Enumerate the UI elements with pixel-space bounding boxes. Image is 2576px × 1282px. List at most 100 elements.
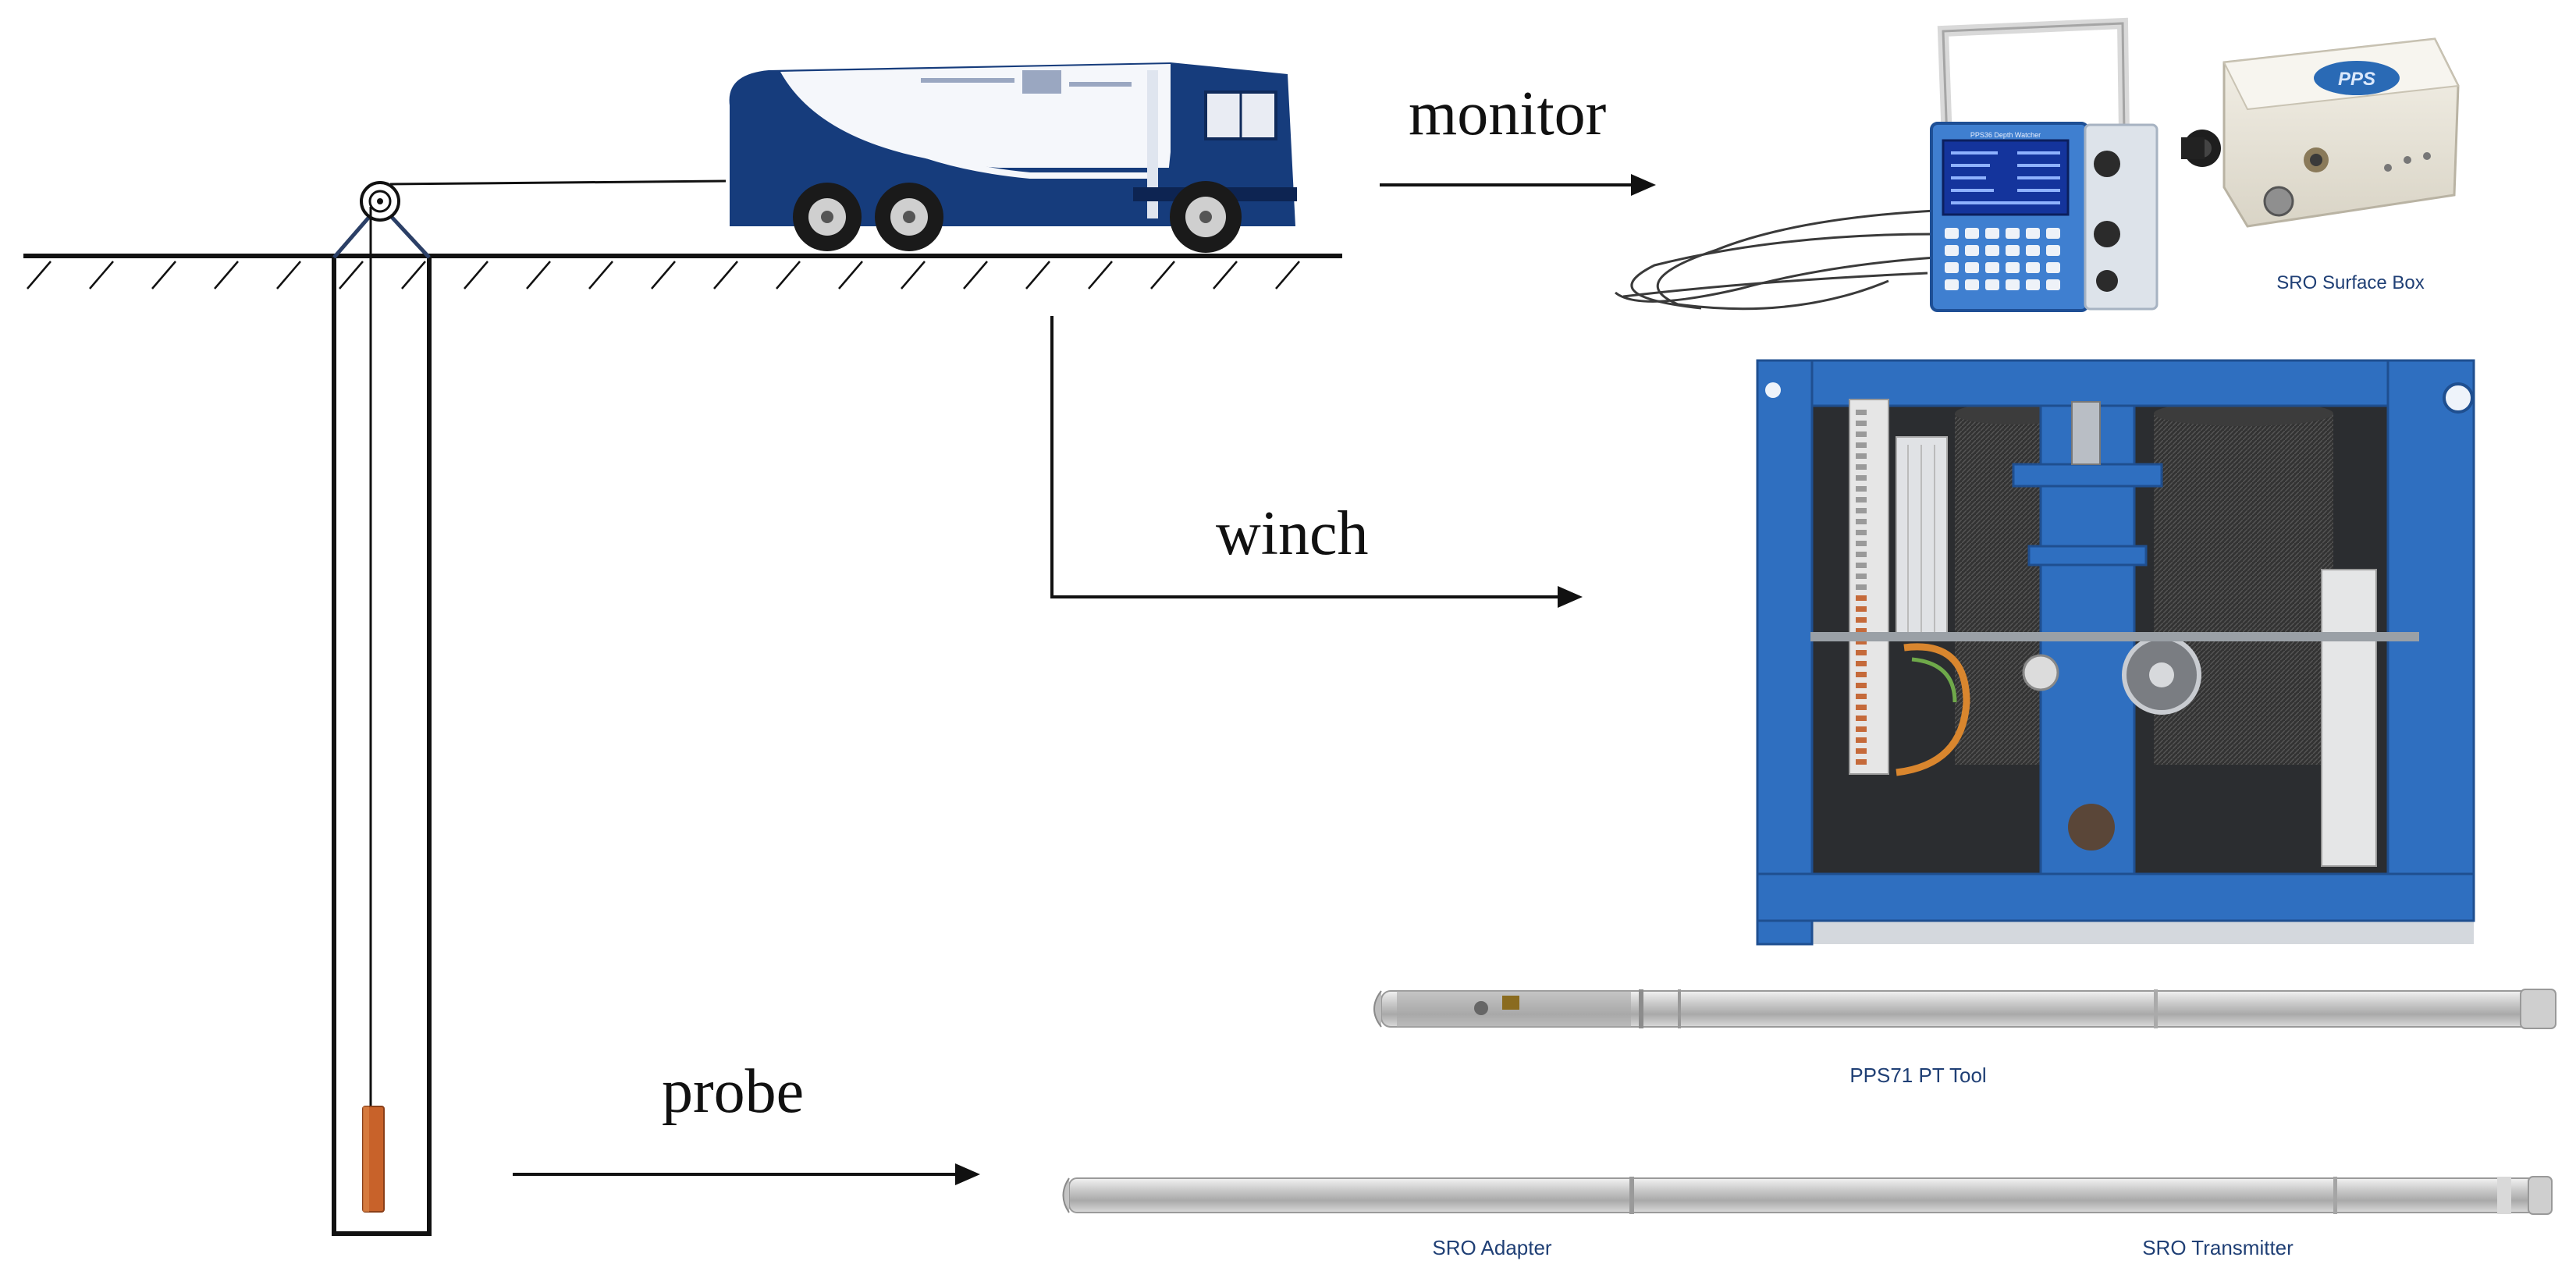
terminal-block	[1856, 683, 1867, 688]
terminal-block	[1856, 748, 1867, 754]
terminal-block	[1856, 519, 1867, 524]
sro-adapter-transmitter	[1062, 1176, 2553, 1215]
terminal-block	[1856, 606, 1867, 612]
keypad-key	[2006, 228, 2020, 239]
wireline-cable	[369, 179, 727, 1106]
probe-arrow	[513, 1163, 980, 1185]
ground-hatch	[526, 261, 551, 289]
winch-unit	[1756, 359, 2475, 946]
terminal-block	[1856, 475, 1867, 481]
ground-hatch	[588, 261, 613, 289]
ground-hatch	[339, 261, 364, 289]
keypad-key	[2006, 279, 2020, 290]
terminal-block	[1856, 584, 1867, 590]
truck-wheels	[793, 181, 1242, 253]
ground-hatch	[1088, 261, 1113, 289]
pulley-tripod	[332, 181, 431, 259]
keypad-key	[1985, 262, 1999, 273]
terminal-block	[1856, 595, 1867, 601]
depth-watcher-monitor: PPS36 Depth Watcher	[1615, 17, 2159, 312]
borehole	[332, 254, 432, 1236]
terminal-block	[1856, 639, 1867, 645]
terminal-block	[1856, 617, 1867, 623]
ground-hatch	[27, 261, 52, 289]
keypad-key	[2026, 279, 2040, 290]
terminal-block	[1856, 431, 1867, 437]
keypad-key	[2026, 245, 2040, 256]
monitor-arrow	[1380, 174, 1656, 196]
probe-label: probe	[662, 1057, 804, 1126]
terminal-block	[1856, 486, 1867, 492]
terminal-block	[1856, 726, 1867, 732]
terminal-block	[1856, 464, 1867, 470]
terminal-block	[1856, 530, 1867, 535]
terminal-block	[1856, 694, 1867, 699]
terminal-block	[1856, 650, 1867, 655]
terminal-block	[1856, 628, 1867, 634]
keypad-key	[1985, 228, 1999, 239]
keypad-key	[1965, 245, 1979, 256]
terminal-block	[1856, 661, 1867, 666]
ground-hatch	[1213, 261, 1238, 289]
terminal-block	[1856, 672, 1867, 677]
terminal-block	[1856, 759, 1867, 765]
keypad-key	[2026, 262, 2040, 273]
terminal-block	[1856, 705, 1867, 710]
terminal-block	[1856, 552, 1867, 557]
keypad-key	[1965, 228, 1979, 239]
keypad-key	[2046, 279, 2060, 290]
depth-watcher-title: PPS36 Depth Watcher	[1970, 131, 2041, 139]
monitor-keypad	[1945, 228, 2060, 290]
ground-hatch	[1025, 261, 1050, 289]
ground-hatch	[838, 261, 863, 289]
terminal-block	[1856, 541, 1867, 546]
keypad-key	[1945, 245, 1959, 256]
ground-hatch	[713, 261, 738, 289]
ground-hatch	[214, 261, 239, 289]
pt-tool-caption: PPS71 PT Tool	[1849, 1064, 1986, 1087]
ground-hatch	[901, 261, 926, 289]
winch-arrow	[1050, 316, 1583, 608]
terminal-block	[1856, 442, 1867, 448]
keypad-key	[1965, 279, 1979, 290]
terminal-block	[1856, 453, 1867, 459]
surface-box-caption: SRO Surface Box	[2276, 272, 2424, 293]
terminal-block	[1856, 716, 1867, 721]
keypad-key	[1985, 279, 1999, 290]
keypad-key	[2026, 228, 2040, 239]
transmitter-caption: SRO Transmitter	[2142, 1236, 2294, 1259]
keypad-key	[2046, 262, 2060, 273]
ground-hatch	[464, 261, 489, 289]
sro-surface-box: PPS	[2181, 37, 2460, 228]
keypad-key	[2006, 245, 2020, 256]
terminal-block	[1856, 574, 1867, 579]
terminal-block	[1856, 421, 1867, 426]
keypad-key	[1945, 279, 1959, 290]
surface-box-logo: PPS	[2338, 69, 2375, 90]
ground-hatch	[89, 261, 114, 289]
downhole-probe	[362, 1106, 385, 1213]
winch-label: winch	[1216, 499, 1369, 568]
terminal-block	[1856, 497, 1867, 503]
keypad-key	[1945, 262, 1959, 273]
keypad-key	[1985, 245, 1999, 256]
ground-hatch	[963, 261, 988, 289]
ground-hatch	[776, 261, 801, 289]
ground-hatch	[1275, 261, 1300, 289]
keypad-key	[2046, 228, 2060, 239]
monitor-label: monitor	[1409, 80, 1606, 148]
logging-truck	[729, 62, 1297, 253]
ground-hatch	[151, 261, 176, 289]
terminal-block	[1856, 737, 1867, 743]
ground-hatch	[651, 261, 676, 289]
keypad-key	[2006, 262, 2020, 273]
keypad-key	[1945, 228, 1959, 239]
pps71-pt-tool	[1373, 989, 2556, 1029]
keypad-key	[1965, 262, 1979, 273]
adapter-caption: SRO Adapter	[1432, 1236, 1552, 1259]
terminal-block	[1856, 563, 1867, 568]
keypad-key	[2046, 245, 2060, 256]
terminal-block	[1856, 410, 1867, 415]
ground-hatch	[276, 261, 301, 289]
